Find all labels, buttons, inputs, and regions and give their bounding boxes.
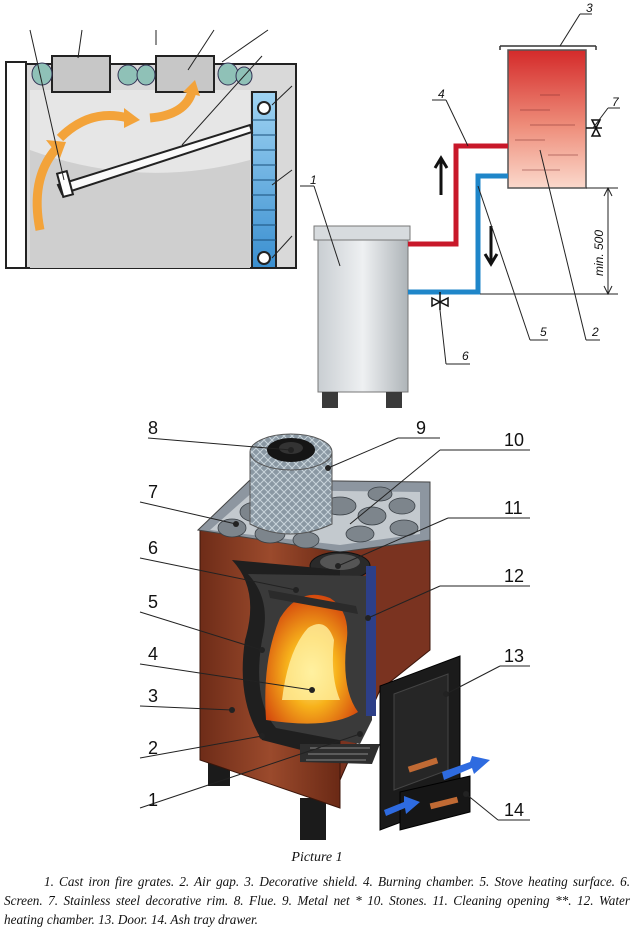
label-4: 4: [148, 644, 158, 664]
figure-caption-text: 1. Cast iron fire grates. 2. Air gap. 3.…: [4, 874, 630, 927]
label-6-valve: 6: [462, 349, 469, 363]
label-1-stove: 1: [310, 173, 317, 187]
water-tank: [507, 49, 587, 189]
label-13: 13: [504, 646, 524, 666]
label-8: 8: [148, 418, 158, 438]
label-7-tap: 7: [612, 95, 620, 109]
label-12: 12: [504, 566, 524, 586]
drain-valve-icon: [431, 292, 449, 310]
label-14: 14: [504, 800, 524, 820]
label-7: 7: [148, 482, 158, 502]
stove-unit: [317, 225, 409, 393]
label-2-tank: 2: [591, 325, 599, 339]
label-1: 1: [148, 790, 158, 810]
tap-icon: [586, 119, 602, 137]
label-2: 2: [148, 738, 158, 758]
stove-cutaway: 8 9 10 7 11 6 5 12 4 13 3 2 1 14: [139, 418, 530, 840]
hot-water-pipe: [408, 143, 508, 247]
label-9: 9: [416, 418, 426, 438]
label-5-cold-pipe: 5: [540, 325, 547, 339]
cross-section-detail: [5, 29, 297, 269]
label-5: 5: [148, 592, 158, 612]
stove-diagram-figure: min. 500 1 3 4 7 5 2 6: [5, 1, 620, 840]
plumbing-diagram: min. 500 1 3 4 7 5 2 6: [300, 1, 620, 408]
cold-water-pipe: [408, 173, 508, 295]
label-6: 6: [148, 538, 158, 558]
label-3-cover: 3: [586, 1, 593, 15]
label-4-hot-pipe: 4: [438, 87, 445, 101]
figure-caption-title: Picture 1: [291, 850, 343, 865]
label-3: 3: [148, 686, 158, 706]
label-10: 10: [504, 430, 524, 450]
dimension-label: min. 500: [592, 230, 606, 276]
label-11: 11: [504, 498, 523, 518]
